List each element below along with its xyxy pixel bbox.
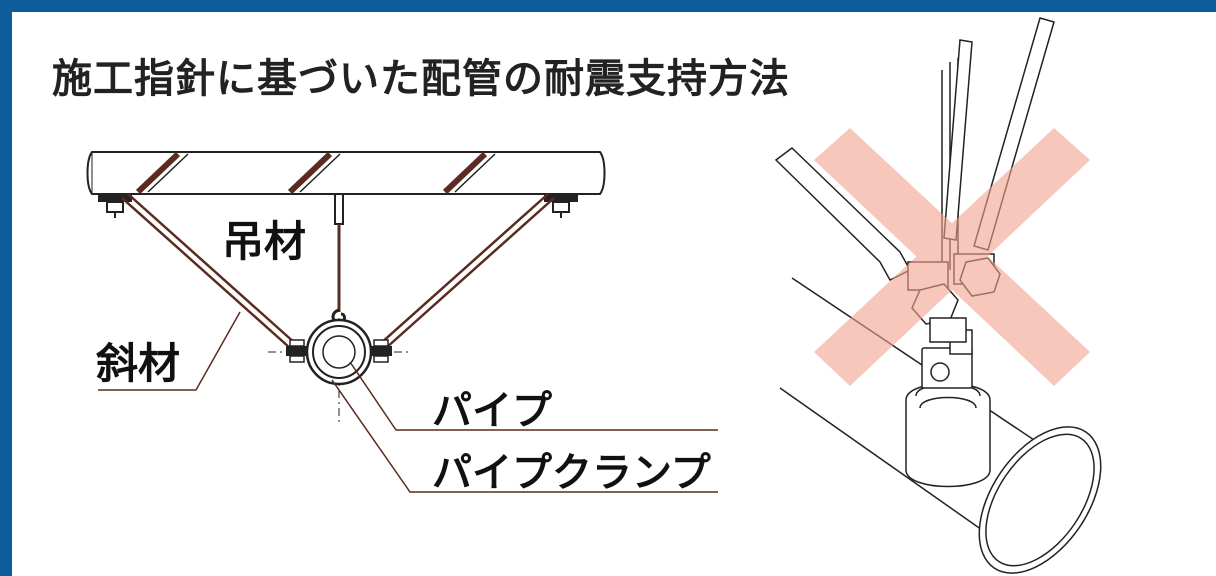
page-title: 施工指針に基づいた配管の耐震支持方法: [52, 56, 790, 102]
pipe-clamp: [905, 329, 991, 488]
pipe-clamp-assembly: [268, 318, 412, 422]
pipe-clamp-label: パイプクランプ: [432, 450, 711, 496]
incorrect-method-illustration: [774, 17, 1102, 574]
leader-lines: [98, 311, 718, 493]
hanger-rod: [331, 193, 346, 324]
right-anchor: [544, 194, 578, 218]
hanger-label: 吊材: [222, 217, 307, 266]
horizontal-pipe: [779, 277, 1102, 574]
ceiling-beam: [86, 151, 606, 195]
correct-method-diagram: [86, 151, 718, 493]
x-mark-icon: [814, 128, 1090, 386]
left-anchor: [98, 194, 132, 218]
pipe-label: パイプ: [432, 388, 552, 434]
diagonal-brace-label: 斜材: [96, 339, 181, 388]
diagonal-braces: [121, 193, 555, 349]
